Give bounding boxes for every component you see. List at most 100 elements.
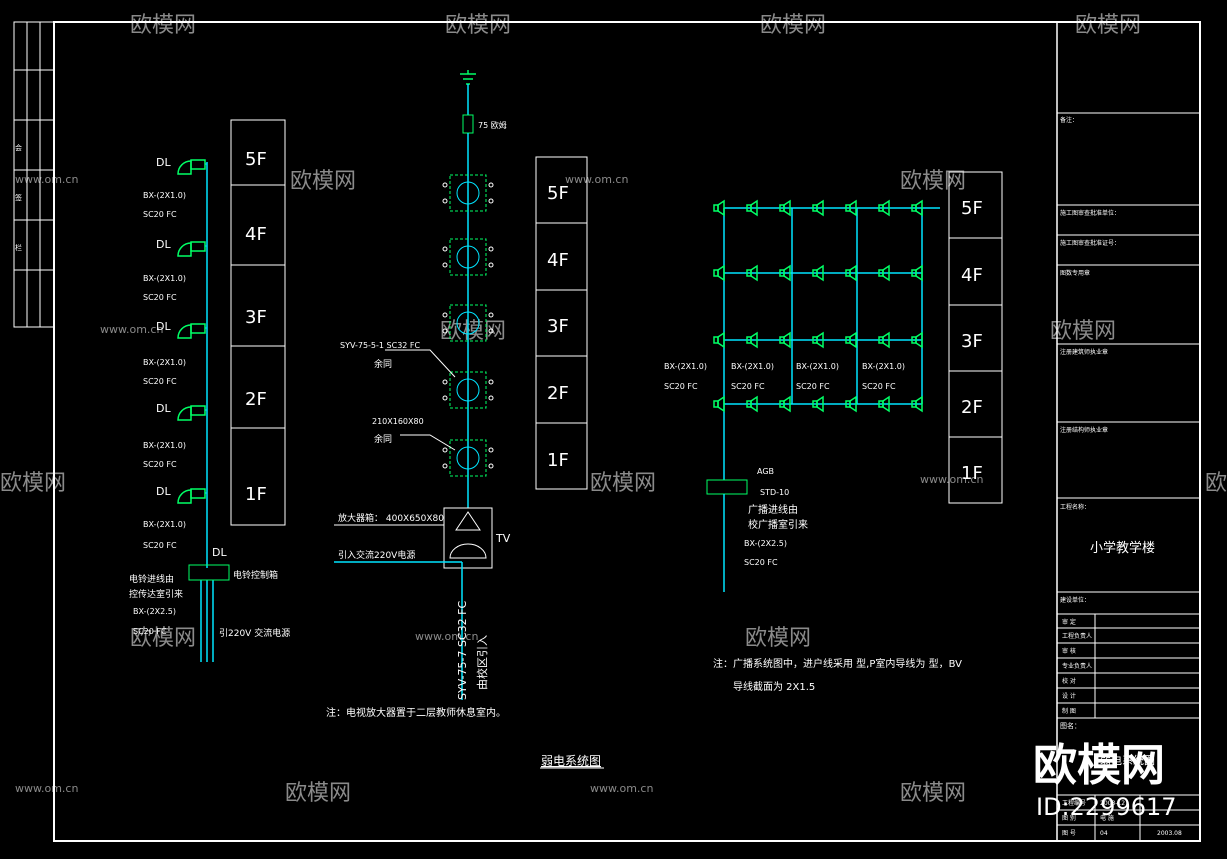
- segment-conduit: SC20 FC: [143, 460, 177, 469]
- watermark-brand: 欧模网: [590, 471, 656, 496]
- floor-label: 3F: [547, 316, 569, 337]
- speaker-icon: [779, 395, 791, 413]
- antenna-outlet-icon: [449, 543, 487, 559]
- broadcast-box-model: STD-10: [760, 488, 789, 497]
- project-label: 工程名称：: [1060, 503, 1090, 511]
- watermark-brand: 欧模网: [0, 471, 66, 496]
- tv-outlet-box: [442, 304, 494, 342]
- box-size: 210X160X80: [372, 417, 424, 426]
- floor-column: [948, 171, 1003, 504]
- ground-icon: [460, 70, 476, 85]
- bell-icon: [177, 488, 206, 504]
- watermark-logo: 欧模网: [1033, 740, 1165, 791]
- watermark-brand: 欧模网: [445, 13, 511, 38]
- broadcast-feed-cable: BX-(2X2.5): [744, 539, 787, 548]
- title-row: 施工图审查批准证号：: [1060, 239, 1120, 247]
- control-box-name: 电铃控制箱: [233, 569, 278, 581]
- branch-conduit: SC20 FC: [862, 382, 896, 391]
- speaker-icon: [812, 331, 824, 349]
- segment-cable: BX-(2X1.0): [143, 358, 186, 367]
- riser-note: 余同: [374, 358, 392, 370]
- bottom-value: 04: [1100, 830, 1108, 837]
- branch-cable: BX-(2X1.0): [664, 362, 707, 371]
- broadcast-box-label: AGB: [757, 467, 774, 476]
- segment-conduit: SC20 FC: [143, 293, 177, 302]
- watermark-site: www.om.cn: [920, 473, 983, 486]
- bottom-value: 电 施: [1100, 814, 1114, 822]
- broadcast-junction-box: [706, 479, 748, 495]
- side-strip-char: 会: [15, 143, 22, 152]
- branch-conduit: SC20 FC: [664, 382, 698, 391]
- speaker-icon: [845, 331, 857, 349]
- floor-label: 2F: [961, 397, 983, 418]
- broadcast-feed-note: 广播进线由: [748, 503, 798, 516]
- watermark-brand: 欧模网: [760, 13, 826, 38]
- bell-label: DL: [156, 402, 171, 415]
- watermark-brand: 欧模网: [1075, 13, 1141, 38]
- feed-note: 控传达室引来: [129, 588, 183, 600]
- drawing-name-label: 图名：: [1060, 721, 1081, 730]
- bell-label: DL: [156, 238, 171, 251]
- control-box-label: DL: [212, 546, 227, 559]
- sign-row: 校 对: [1062, 677, 1076, 685]
- bottom-value: 2003.08: [1157, 830, 1182, 837]
- watermark-layer: 欧模网 欧模网 欧模网 欧模网 欧模网 欧模网 欧模网 欧模网 欧模网 欧模网 …: [0, 13, 1227, 806]
- speaker-icon: [845, 395, 857, 413]
- floor-label: 3F: [245, 307, 267, 328]
- drawing-name: 弱电系统图: [1100, 754, 1155, 767]
- sign-row: 制 图: [1062, 707, 1076, 715]
- unit-label: 建设单位：: [1060, 596, 1090, 604]
- incoming-cable: SYV-75-7 SC32 FC: [456, 601, 469, 700]
- tv-note: 注：电视放大器置于二层教师休息室内。: [326, 706, 506, 719]
- floor-label: 4F: [961, 265, 983, 286]
- speaker-icon: [845, 199, 857, 217]
- speaker-icon: [713, 264, 725, 282]
- tv-system: 75 欧姆: [326, 70, 604, 769]
- floor-column: [230, 119, 286, 526]
- watermark-brand: 欧模网: [745, 626, 811, 651]
- speaker-icon: [713, 331, 725, 349]
- watermark-brand: 欧模网: [440, 319, 506, 344]
- tv-outlet-box: [442, 174, 494, 212]
- sign-row: 审 核: [1062, 647, 1076, 655]
- watermark-site: www.om.cn: [15, 782, 78, 795]
- speaker-icon: [911, 331, 923, 349]
- broadcast-feed-note: 校广播室引来: [748, 518, 808, 531]
- terminator-resistor: [462, 114, 474, 134]
- speaker-icon: [812, 395, 824, 413]
- watermark-brand: 欧模网: [900, 781, 966, 806]
- riser-cable: SYV-75-5-1 SC32 FC: [340, 341, 421, 350]
- feed-conduit: SC20 FC: [133, 627, 167, 636]
- power-note: 引220V 交流电源: [219, 627, 290, 639]
- incoming-note: 由校区引入: [475, 635, 489, 690]
- speaker-icon: [812, 264, 824, 282]
- floor-label: 5F: [961, 198, 983, 219]
- speaker-icon: [779, 264, 791, 282]
- branch-cable: BX-(2X1.0): [796, 362, 839, 371]
- project-name: 小学教学楼: [1090, 540, 1155, 556]
- bottom-label: 工程编号: [1062, 799, 1086, 807]
- box-note: 余同: [374, 433, 392, 445]
- sign-row: 设 计: [1062, 692, 1076, 700]
- bell-label: DL: [156, 320, 171, 333]
- terminator-label: 75 欧姆: [478, 120, 507, 130]
- watermark-id: ID:2299617: [1036, 793, 1177, 821]
- bottom-value: 2003-12: [1100, 800, 1125, 807]
- floor-label: 3F: [961, 331, 983, 352]
- bell-label: DL: [156, 156, 171, 169]
- floor-label: 4F: [245, 224, 267, 245]
- speaker-icon: [746, 395, 758, 413]
- title-row: 施工图审查批准单位：: [1060, 209, 1120, 217]
- speaker-icon: [779, 199, 791, 217]
- floor-label: 5F: [547, 183, 569, 204]
- watermark-site: www.om.cn: [565, 173, 628, 186]
- speaker-icon: [878, 331, 890, 349]
- feed-cable: BX-(2X2.5): [133, 607, 176, 616]
- watermark-brand: 欧模网: [285, 781, 351, 806]
- side-strip-char: 栏: [15, 243, 22, 252]
- floor-column: [535, 156, 588, 490]
- bell-label: DL: [156, 485, 171, 498]
- watermark-brand: 欧模网: [130, 13, 196, 38]
- bell-system: 5F 4F 3F 2F 1F DL DL DL D: [129, 119, 290, 662]
